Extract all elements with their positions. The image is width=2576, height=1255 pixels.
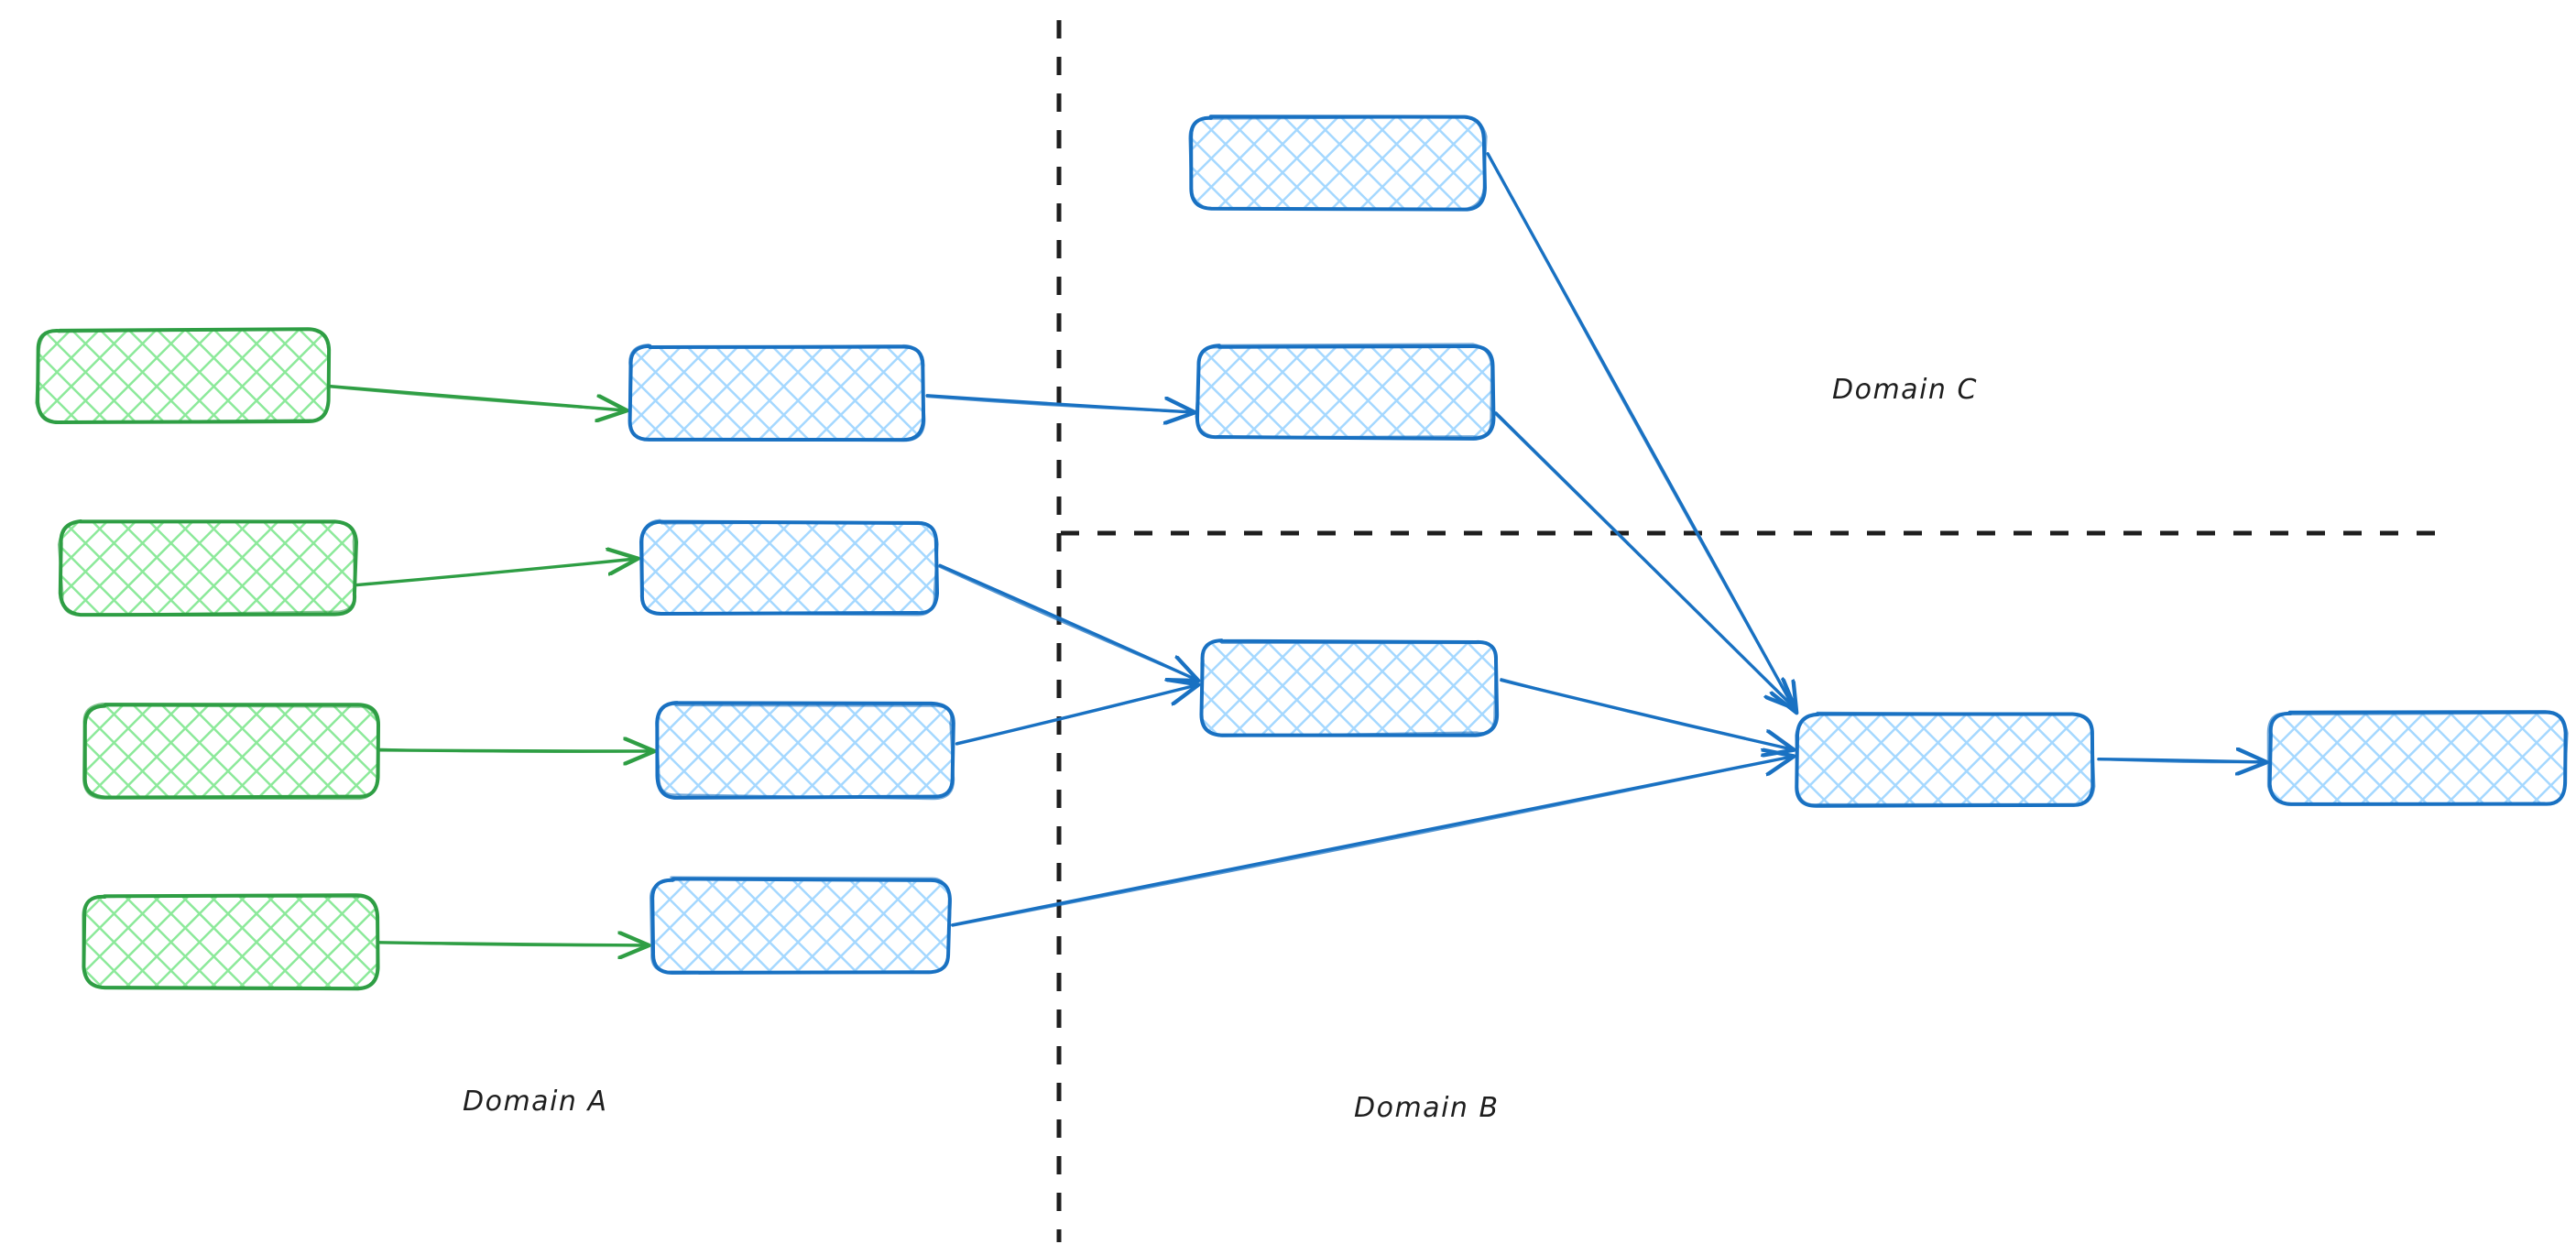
edge-a4-b4 bbox=[377, 943, 647, 946]
label-domain-c: Domain C bbox=[1832, 374, 1978, 406]
node-outline bbox=[57, 519, 356, 617]
node-outline bbox=[35, 327, 330, 424]
node-b4[interactable] bbox=[649, 876, 953, 975]
node-b2[interactable] bbox=[639, 518, 940, 617]
edge-a2-b2 bbox=[355, 559, 636, 587]
edge-c3-d1 bbox=[1500, 677, 1792, 749]
label-domain-b: Domain B bbox=[1354, 1092, 1500, 1124]
node-outline bbox=[82, 702, 380, 801]
nodes-layer bbox=[35, 115, 2569, 991]
node-a1[interactable] bbox=[35, 327, 332, 425]
node-fill bbox=[2270, 713, 2565, 804]
node-outline bbox=[1200, 639, 1498, 737]
node-outline bbox=[640, 518, 939, 617]
edge-b3-c3 bbox=[955, 685, 1196, 746]
edge-a1-b1 bbox=[328, 385, 625, 410]
node-fill bbox=[630, 346, 923, 440]
edge-c1-d1 bbox=[1486, 152, 1796, 711]
node-outline bbox=[1188, 115, 1488, 211]
node-fill bbox=[652, 879, 949, 973]
node-fill bbox=[1202, 641, 1497, 735]
node-outline bbox=[649, 876, 953, 975]
node-a2[interactable] bbox=[57, 518, 358, 617]
node-outline bbox=[2266, 712, 2569, 806]
edge-a3-b3 bbox=[377, 749, 652, 752]
node-fill bbox=[38, 330, 328, 421]
node-fill bbox=[84, 705, 377, 797]
node-b1[interactable] bbox=[628, 344, 926, 442]
edge-b2-c3 bbox=[937, 563, 1196, 680]
edge-b4-d1 bbox=[950, 757, 1792, 927]
node-outline bbox=[82, 894, 379, 991]
node-outline bbox=[1795, 711, 2096, 806]
node-d1[interactable] bbox=[1795, 711, 2096, 808]
edge-b1-c2 bbox=[925, 394, 1193, 412]
label-domain-a: Domain A bbox=[463, 1086, 608, 1118]
node-outline bbox=[82, 703, 380, 800]
node-a3[interactable] bbox=[82, 702, 380, 801]
node-fill bbox=[641, 522, 936, 614]
node-outline bbox=[655, 703, 955, 801]
node-outline bbox=[628, 344, 926, 442]
node-fill bbox=[1797, 715, 2092, 806]
node-c2[interactable] bbox=[1195, 343, 1496, 441]
node-c1[interactable] bbox=[1188, 115, 1488, 212]
node-e1[interactable] bbox=[2266, 710, 2569, 806]
node-a4[interactable] bbox=[82, 893, 380, 991]
node-b3[interactable] bbox=[655, 701, 955, 801]
node-fill bbox=[1191, 117, 1484, 209]
node-fill bbox=[60, 522, 355, 614]
node-outline bbox=[1195, 343, 1493, 439]
node-fill bbox=[84, 896, 377, 988]
domain-dividers bbox=[1056, 20, 2451, 1242]
node-c3[interactable] bbox=[1199, 638, 1500, 737]
node-fill bbox=[658, 704, 953, 797]
edge-c2-d1 bbox=[1494, 411, 1794, 707]
edges-layer bbox=[328, 152, 2265, 946]
node-fill bbox=[1198, 346, 1493, 438]
edge-d1-e1 bbox=[2097, 759, 2265, 762]
